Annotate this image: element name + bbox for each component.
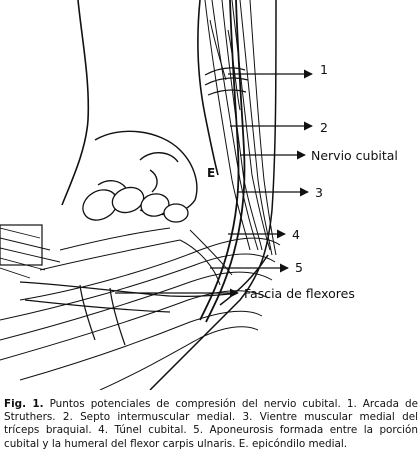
label-epicondyle: E [207, 166, 216, 180]
humerus [61, 0, 219, 206]
trochlea-bones [82, 180, 189, 223]
elbow-drawing [0, 0, 313, 391]
lower-left-muscle [0, 224, 61, 279]
label-2: 2 [320, 120, 328, 135]
caption-fig-label: Fig. 1. [4, 398, 44, 410]
label-1: 1 [320, 62, 328, 77]
flexor-muscles [0, 227, 281, 391]
ulnar-nerve [199, 0, 246, 323]
pointer-arrows [115, 69, 313, 298]
arcade-of-struthers [204, 67, 249, 96]
label-3: 3 [315, 185, 323, 200]
label-nervio-cubital: Nervio cubital [311, 148, 398, 163]
flexor-fascia [19, 281, 231, 346]
triceps-strands [204, 0, 277, 256]
label-fascia-de-flexores: Fascia de flexores [244, 286, 355, 301]
forearm-edge [149, 0, 277, 391]
label-4: 4 [292, 227, 300, 242]
caption-text: Puntos potenciales de compresión del ner… [4, 398, 418, 450]
label-5: 5 [295, 260, 303, 275]
figure-caption: Fig. 1. Puntos potenciales de compresión… [4, 398, 418, 451]
anatomical-illustration: 1 2 Nervio cubital E 3 4 5 Fascia de fle… [0, 0, 398, 391]
